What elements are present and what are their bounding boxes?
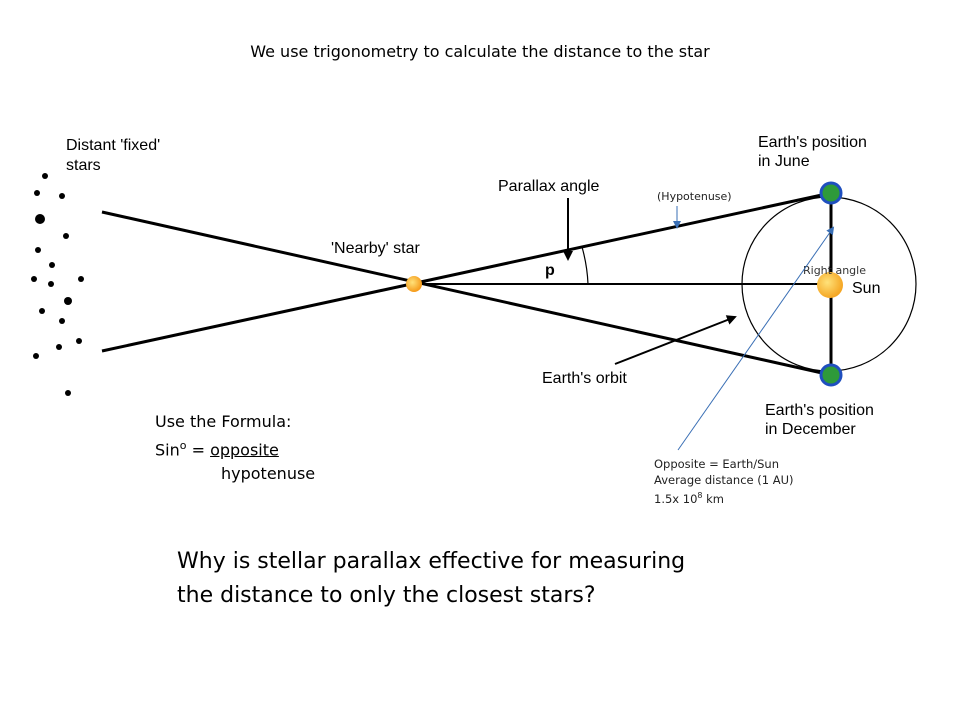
- sightline-june: [101, 191, 832, 353]
- december-label-line1: Earth's position: [765, 402, 874, 419]
- parallax-angle-label: Parallax angle: [498, 178, 600, 195]
- question-text: Why is stellar parallax effective for me…: [177, 549, 686, 608]
- earth-december-icon: [819, 363, 843, 387]
- opposite-note: Opposite = Earth/Sun Average distance (1…: [654, 456, 794, 507]
- earth-june-icon: [819, 181, 843, 205]
- sun-icon: [817, 272, 843, 298]
- opposite-note-line3: 1.5x 108 km: [654, 488, 794, 507]
- nearby-star-label: 'Nearby' star: [331, 240, 420, 257]
- right-angle-label: Right angle: [803, 264, 866, 277]
- earth-orbit-arrow: [614, 315, 737, 365]
- formula-lhs: Sin: [155, 440, 180, 460]
- opposite-pointer-line: [677, 226, 835, 451]
- distant-stars-label-line1: Distant 'fixed': [66, 137, 160, 154]
- opposite-note-line2: Average distance (1 AU): [654, 473, 794, 487]
- formula-denominator: hypotenuse: [221, 464, 316, 484]
- p-label: p: [545, 262, 555, 279]
- june-label-line1: Earth's position: [758, 134, 867, 151]
- earth-orbit-label: Earth's orbit: [542, 370, 627, 387]
- formula-numerator: opposite: [210, 440, 279, 460]
- formula-heading: Use the Formula:: [155, 412, 292, 431]
- formula-equals: =: [186, 440, 211, 460]
- slide-title: We use trigonometry to calculate the dis…: [250, 42, 710, 61]
- formula-equation: Sino = opposite: [155, 434, 315, 462]
- sightline-december: [101, 210, 832, 377]
- december-label-line2: in December: [765, 421, 856, 438]
- sun-label: Sun: [852, 280, 880, 297]
- parallax-angle-arc: [581, 246, 589, 285]
- nearby-star-icon: [406, 276, 422, 292]
- opposite-note-line1: Opposite = Earth/Sun: [654, 457, 779, 471]
- june-label-line2: in June: [758, 153, 810, 170]
- opposite-note-line3-suffix: km: [702, 491, 725, 506]
- opposite-note-exponent: 8: [697, 491, 703, 500]
- formula-block: Use the Formula: Sino = opposite hypoten…: [155, 410, 315, 486]
- distant-stars-cluster: [31, 173, 84, 396]
- opposite-note-line3-prefix: 1.5x 10: [654, 491, 698, 506]
- distant-stars-label-line2: stars: [66, 157, 101, 174]
- hypotenuse-label: (Hypotenuse): [657, 190, 732, 203]
- formula-degree: o: [179, 439, 187, 452]
